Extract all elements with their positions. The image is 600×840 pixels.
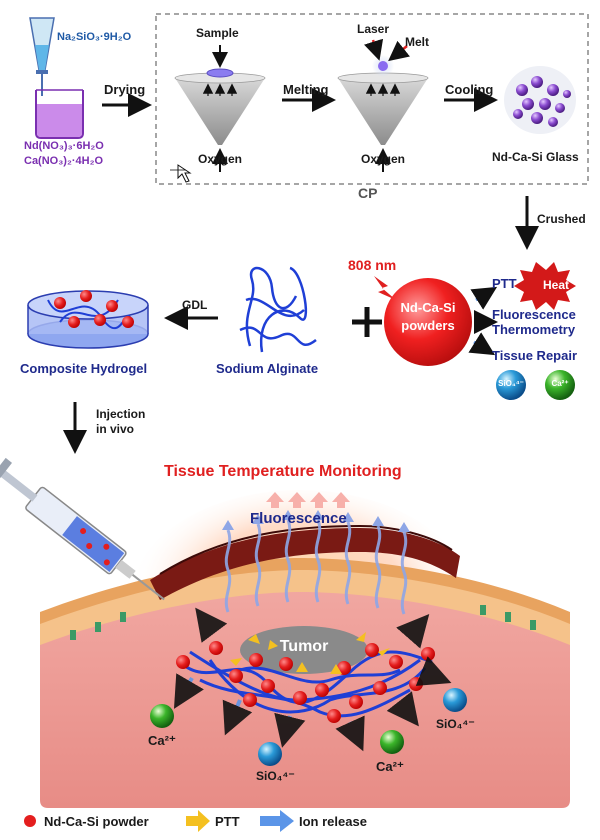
- legend-ptt-arrow: [186, 810, 210, 832]
- laser-bolt-icon: [374, 276, 396, 300]
- sio4-ball-label: SiO₄⁴⁻: [498, 379, 524, 388]
- melt-label: Melt: [405, 35, 429, 49]
- fluorescence-thermometry-line1: Fluorescence: [492, 307, 576, 322]
- powder-sphere: [384, 278, 472, 366]
- oxygen-label-1: Oxygen: [198, 152, 243, 166]
- cp-process-box: [155, 13, 589, 185]
- powder-label-line1: Nd-Ca-Si: [400, 300, 456, 315]
- ion-ball-ca-2: [380, 730, 404, 754]
- glass-label: Nd-Ca-Si Glass: [492, 150, 579, 164]
- syringe-icon: [0, 457, 165, 601]
- ion-label-sio4-2: SiO₄⁴⁻: [436, 717, 475, 731]
- laser-wavelength-label: 808 nm: [348, 257, 397, 273]
- composite-hydrogel-label: Composite Hydrogel: [20, 361, 148, 376]
- separatory-funnel-icon: [29, 17, 55, 96]
- ion-label-sio4-1: SiO₄⁴⁻: [256, 769, 295, 783]
- levitation-cone-2: [337, 38, 429, 172]
- sodium-alginate-label: Sodium Alginate: [216, 361, 319, 376]
- tumor-mass: [240, 626, 368, 674]
- heat-burst-icon: [514, 262, 576, 310]
- fluorescence-label: Fluorescence: [250, 510, 347, 527]
- step-drying-label: Drying: [104, 82, 146, 97]
- ca-ball-icon: [545, 370, 575, 400]
- heat-label: Heat: [542, 278, 569, 292]
- beaker-icon: [35, 89, 84, 139]
- legend-powder-dot: [24, 815, 36, 827]
- tissue-temperature-monitoring-label: Tissue Temperature Monitoring: [164, 463, 402, 480]
- glass-beads-icon: [504, 66, 576, 134]
- reagent-nd-nitrate: Nd(NO₃)₃·6H₂O: [24, 140, 104, 152]
- step-crushed-label: Crushed: [537, 212, 586, 226]
- ion-label-ca-2: Ca²⁺: [376, 759, 404, 774]
- ion-ball-sio4-2: [443, 688, 467, 712]
- sio4-ball-icon: [496, 370, 526, 400]
- move-cursor-icon: [170, 164, 192, 183]
- sample-label: Sample: [196, 26, 239, 40]
- fluorescence-thermometry-line2: Thermometry: [492, 322, 576, 337]
- legend-ptt-label: PTT: [215, 814, 240, 829]
- ion-ball-ca-1: [150, 704, 174, 728]
- ptt-label: PTT: [492, 276, 517, 291]
- tissue-scene: [0, 457, 570, 808]
- step-cooling-label: Cooling: [445, 82, 494, 97]
- ion-ball-sio4-1: [258, 742, 282, 766]
- injection-label-line1: Injection: [96, 407, 146, 421]
- legend-ion-release-label: Ion release: [299, 814, 367, 829]
- legend-powder-label: Nd-Ca-Si powder: [44, 814, 149, 829]
- sample-disk: [206, 68, 234, 78]
- ion-label-ca-1: Ca²⁺: [148, 733, 176, 748]
- step-melting-label: Melting: [283, 82, 329, 97]
- reagent-na2sio3: Na₂SiO₃·9H₂O: [57, 31, 132, 43]
- oxygen-label-2: Oxygen: [361, 152, 406, 166]
- tissue-repair-label: Tissue Repair: [492, 348, 578, 363]
- injection-label-line2: in vivo: [96, 422, 135, 436]
- alginate-chains-icon: [239, 266, 317, 353]
- plus-sign: [352, 307, 382, 337]
- powder-label-line2: powders: [401, 318, 455, 333]
- melt-droplet: [378, 61, 388, 71]
- gdl-label: GDL: [182, 298, 208, 312]
- laser-label: Laser: [357, 22, 390, 36]
- reagent-ca-nitrate: Ca(NO₃)₂·4H₂O: [24, 155, 104, 167]
- hydrogel-disk-icon: [27, 290, 149, 349]
- cp-label: CP: [358, 185, 378, 201]
- legend-ion-arrow: [260, 810, 294, 832]
- tumor-label: Tumor: [279, 638, 329, 655]
- levitation-cone-1: [174, 45, 266, 172]
- ca-ball-label: Ca²⁺: [551, 379, 569, 388]
